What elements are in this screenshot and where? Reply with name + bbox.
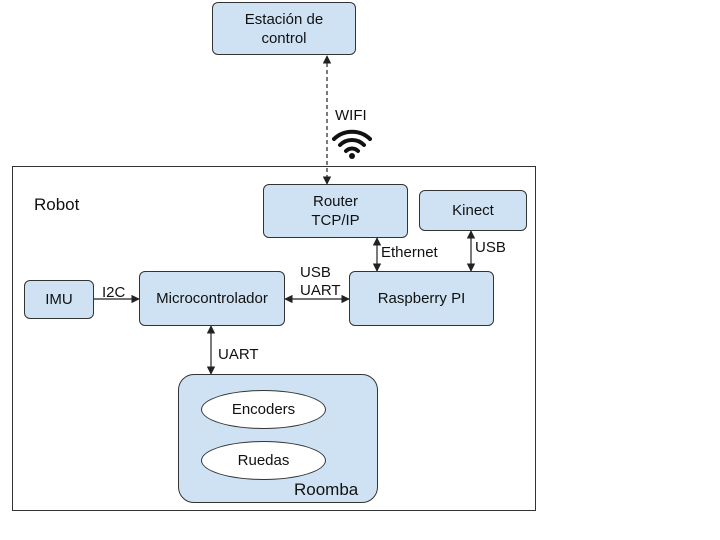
roomba-label: Roomba [294, 480, 359, 499]
microcontroller-box: Microcontrolador [139, 271, 285, 326]
usb-uart-link-label: USB UART [300, 264, 341, 299]
uart-link-label: UART [218, 346, 259, 363]
wifi-label: WIFI [335, 107, 367, 124]
router-label: Router TCP/IP [311, 193, 360, 229]
kinect-box: Kinect [419, 190, 527, 231]
raspberry-pi-label: Raspberry PI [377, 290, 466, 307]
imu-box: IMU [24, 280, 94, 319]
control-station-box: Estación de control [212, 2, 356, 55]
i2c-link-label: I2C [102, 284, 126, 301]
ruedas-ellipse: Ruedas [201, 441, 326, 480]
router-box: Router TCP/IP [263, 184, 408, 238]
control-station-label: Estación de control [244, 10, 324, 47]
ethernet-link-label: Ethernet [381, 244, 438, 261]
robot-container [12, 166, 536, 511]
microcontroller-label: Microcontrolador [156, 290, 268, 307]
robot-label: Robot [34, 195, 80, 214]
imu-label: IMU [45, 291, 73, 308]
wifi-icon [332, 129, 372, 159]
raspberry-pi-box: Raspberry PI [349, 271, 494, 326]
encoders-ellipse: Encoders [201, 390, 326, 429]
encoders-label: Encoders [231, 401, 296, 418]
ruedas-label: Ruedas [237, 452, 290, 469]
usb-link-label: USB [475, 239, 506, 256]
kinect-label: Kinect [452, 202, 494, 219]
